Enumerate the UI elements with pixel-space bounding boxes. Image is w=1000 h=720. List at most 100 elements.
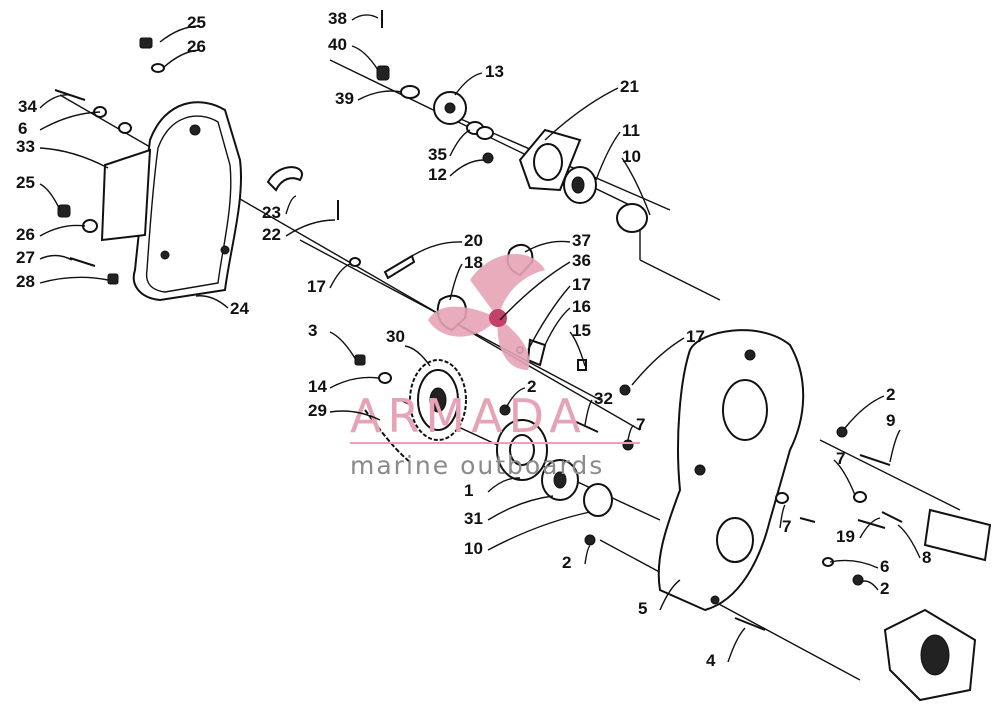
part-callout: 33 <box>16 137 35 156</box>
leader-line <box>351 45 379 71</box>
part-callout: 28 <box>16 272 35 291</box>
leader-line <box>404 345 431 367</box>
leader-line <box>524 240 571 253</box>
part-callout: 7 <box>636 415 645 434</box>
part-callout: 24 <box>230 299 249 318</box>
leader-line <box>544 307 571 346</box>
leader-line <box>39 111 101 131</box>
leader-line <box>584 545 591 565</box>
upper-parts <box>376 10 494 164</box>
leader-line <box>727 627 746 663</box>
part-callout: 2 <box>527 377 536 396</box>
leader-line <box>39 94 71 109</box>
leader-line <box>449 263 463 301</box>
leader-line <box>889 429 901 463</box>
leader-line <box>411 241 463 257</box>
watermark-tagline: marine outboards <box>350 451 604 480</box>
right-parts <box>734 426 992 702</box>
leader-line <box>779 504 786 529</box>
leader-line <box>162 49 201 69</box>
leader-line <box>329 331 357 361</box>
leader-line <box>569 331 586 367</box>
part-callout: 20 <box>464 231 483 250</box>
part-callout: 2 <box>562 553 571 572</box>
part-callout: 27 <box>16 248 35 267</box>
part-callout: 4 <box>706 651 716 670</box>
leader-line <box>329 376 379 389</box>
part-callout: 36 <box>572 251 591 270</box>
leader-line <box>195 295 229 309</box>
leader-line <box>357 90 403 101</box>
part-callout: 17 <box>572 275 591 294</box>
leader-line <box>39 183 61 211</box>
part-callout: 2 <box>880 579 889 598</box>
leader-line <box>595 131 621 181</box>
part-callout: 14 <box>308 377 327 396</box>
part-callout: 26 <box>187 37 206 56</box>
part-callout: 30 <box>386 327 405 346</box>
leader-line <box>829 559 879 569</box>
leader-line <box>39 254 73 261</box>
leader-line <box>859 580 879 591</box>
leader-line <box>351 14 379 21</box>
part-callout: 5 <box>638 599 647 618</box>
part-callout: 37 <box>572 231 591 250</box>
leader-line <box>39 147 109 169</box>
callout-labels: 2526346332526272824384039133512211110232… <box>16 9 931 670</box>
part-callout: 6 <box>18 119 27 138</box>
brand-logo <box>428 253 545 370</box>
leader-line <box>39 276 109 284</box>
part-callout: 18 <box>464 253 483 272</box>
leader-line <box>449 159 485 177</box>
leader-line <box>487 495 554 521</box>
part-callout: 12 <box>428 165 447 184</box>
part-callout: 11 <box>622 121 640 140</box>
part-callout: 29 <box>308 401 327 420</box>
leader-line <box>505 387 526 409</box>
leader-line <box>285 195 297 215</box>
leader-line <box>159 25 201 43</box>
part-callout: 9 <box>886 411 895 430</box>
leader-line <box>449 129 471 157</box>
part-callout: 16 <box>572 297 591 316</box>
leader-line <box>544 87 619 141</box>
part-callout: 22 <box>262 225 281 244</box>
part-callout: 13 <box>485 62 504 81</box>
chain-case <box>657 329 805 612</box>
part-callout: 39 <box>335 89 354 108</box>
bearing-group <box>518 128 648 233</box>
part-callout: 17 <box>307 277 326 296</box>
leader-line <box>487 511 591 551</box>
part-callout: 7 <box>782 517 791 536</box>
leader-line <box>627 425 635 441</box>
part-callout: 15 <box>572 321 591 340</box>
leader-lines <box>39 14 921 663</box>
leader-line <box>897 524 921 559</box>
leader-line <box>285 219 336 237</box>
part-callout: 1 <box>464 481 473 500</box>
part-callout: 25 <box>16 173 35 192</box>
part-callout: 19 <box>836 527 855 546</box>
leader-line <box>329 410 381 421</box>
leader-line <box>39 224 86 237</box>
part-callout: 17 <box>686 327 705 346</box>
part-callout: 25 <box>187 13 206 32</box>
leader-line <box>659 579 681 611</box>
leader-line <box>584 399 593 426</box>
leader-line <box>329 263 351 289</box>
part-callout: 23 <box>262 203 281 222</box>
leader-line <box>499 261 571 321</box>
part-callout: 32 <box>594 389 613 408</box>
part-callout: 34 <box>18 97 37 116</box>
part-callout: 6 <box>880 557 889 576</box>
part-callout: 8 <box>922 548 931 567</box>
leader-line <box>454 72 483 96</box>
part-callout: 40 <box>328 35 347 54</box>
leader-line <box>527 285 571 351</box>
part-callout: 38 <box>328 9 347 28</box>
leader-line <box>844 395 885 429</box>
part-callout: 31 <box>464 509 483 528</box>
part-callout: 2 <box>886 385 895 404</box>
